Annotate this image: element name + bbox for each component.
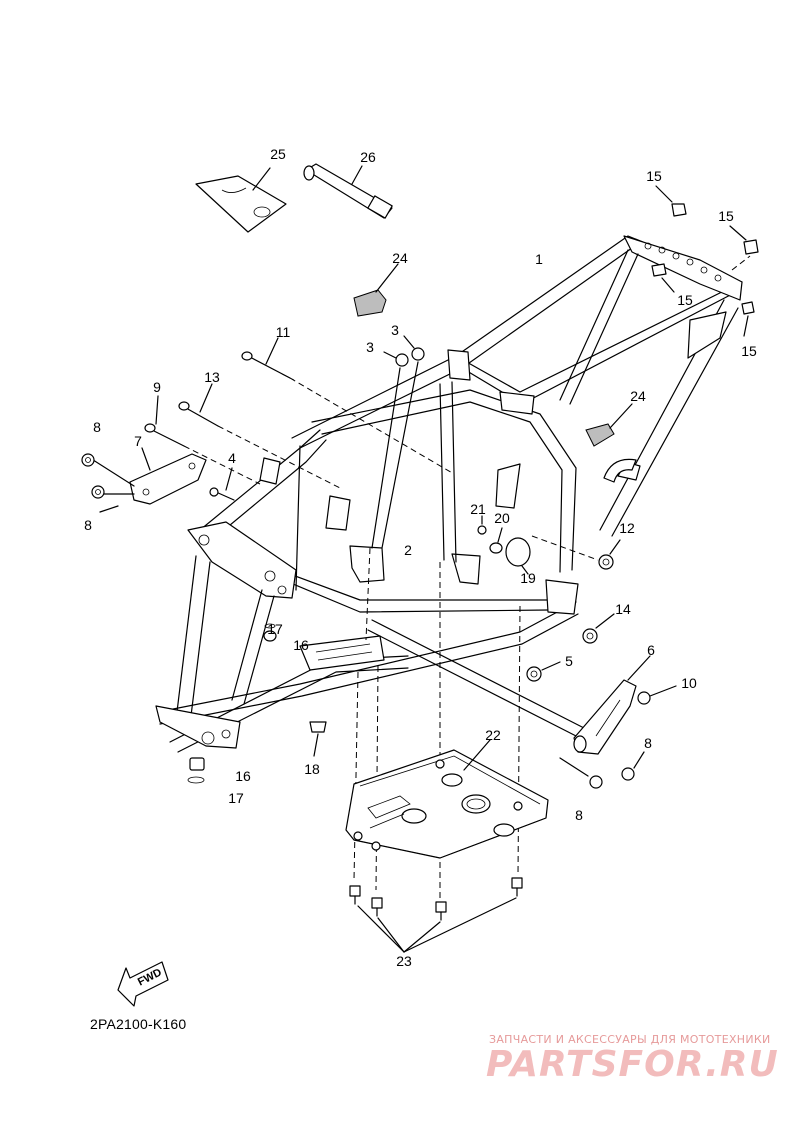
- callout-26: 26: [360, 149, 376, 165]
- damper-24-right: [585, 403, 633, 447]
- callout-18: 18: [304, 761, 320, 777]
- callout-3-upper: 3: [391, 322, 399, 338]
- plug-16-17-upper: [263, 623, 277, 642]
- washer-20: [489, 527, 503, 554]
- nut-14-part: [582, 613, 615, 644]
- bracket-7-part: [89, 447, 207, 513]
- bracket-6-part: [573, 655, 651, 755]
- nut-5-part: [526, 661, 561, 682]
- nut-10-part: [637, 685, 677, 705]
- caps-15: [651, 185, 759, 337]
- skid-plate-22: [345, 739, 549, 859]
- callout-23: 23: [396, 953, 412, 969]
- callout-15-top: 15: [646, 168, 662, 184]
- callout-20: 20: [494, 510, 510, 526]
- callout-2: 2: [404, 542, 412, 558]
- callout-24-upper: 24: [392, 250, 408, 266]
- bolts-23: [349, 877, 523, 953]
- tool-pouch-part: [195, 167, 287, 233]
- callout-8-left-upper: 8: [93, 419, 101, 435]
- damper-24-upper: [353, 263, 399, 317]
- nut-12-part: [531, 535, 621, 570]
- tool-tube-part: [303, 163, 393, 219]
- callout-10: 10: [681, 675, 697, 691]
- diagram-code: 2PA2100-K160: [90, 1016, 187, 1032]
- callout-8-right-upper: 8: [644, 735, 652, 751]
- callout-11: 11: [275, 324, 291, 340]
- callout-24-right: 24: [630, 388, 646, 404]
- nuts-3: [371, 335, 425, 549]
- callout-16-upper: 16: [293, 637, 309, 653]
- callout-5: 5: [565, 653, 573, 669]
- callout-1: 1: [535, 251, 543, 267]
- nut-8-left-upper: [81, 453, 95, 467]
- callout-15-lower: 15: [741, 343, 757, 359]
- callout-8-left-lower: 8: [84, 517, 92, 533]
- watermark-tagline: ЗАПЧАСТИ И АКСЕССУАРЫ ДЛЯ МОТОТЕХНИКИ: [489, 1033, 771, 1046]
- main-frame-part: [155, 235, 743, 753]
- callout-21: 21: [470, 501, 486, 517]
- plug-16-17-lower: [187, 757, 205, 784]
- fwd-arrow-icon: [117, 961, 169, 1007]
- watermark-logo: PARTSFOR.RU: [486, 1044, 779, 1085]
- callout-14: 14: [615, 601, 631, 617]
- bolt-21: [477, 515, 487, 535]
- callout-3-lower: 3: [366, 339, 374, 355]
- callout-15-mid: 15: [677, 292, 693, 308]
- callout-9: 9: [153, 379, 161, 395]
- callout-17-lower: 17: [228, 790, 244, 806]
- callout-13: 13: [204, 369, 220, 385]
- callout-8-right-lower: 8: [575, 807, 583, 823]
- bolt-18-part: [309, 721, 327, 757]
- nuts-8-right: [559, 751, 645, 789]
- callout-19: 19: [520, 570, 536, 586]
- callout-4: 4: [228, 450, 236, 466]
- callout-15-right: 15: [718, 208, 734, 224]
- mount-rubber-19: [505, 537, 531, 575]
- nut-8-left-lower: [91, 485, 105, 499]
- callout-16-lower: 16: [235, 768, 251, 784]
- bolts-group: [144, 337, 455, 501]
- callout-6: 6: [647, 642, 655, 658]
- long-axle-bolt: [367, 619, 585, 739]
- callout-22: 22: [485, 727, 501, 743]
- callout-17-upper: 17: [267, 621, 283, 637]
- callout-12: 12: [619, 520, 635, 536]
- callout-7: 7: [134, 433, 142, 449]
- callout-25: 25: [270, 146, 286, 162]
